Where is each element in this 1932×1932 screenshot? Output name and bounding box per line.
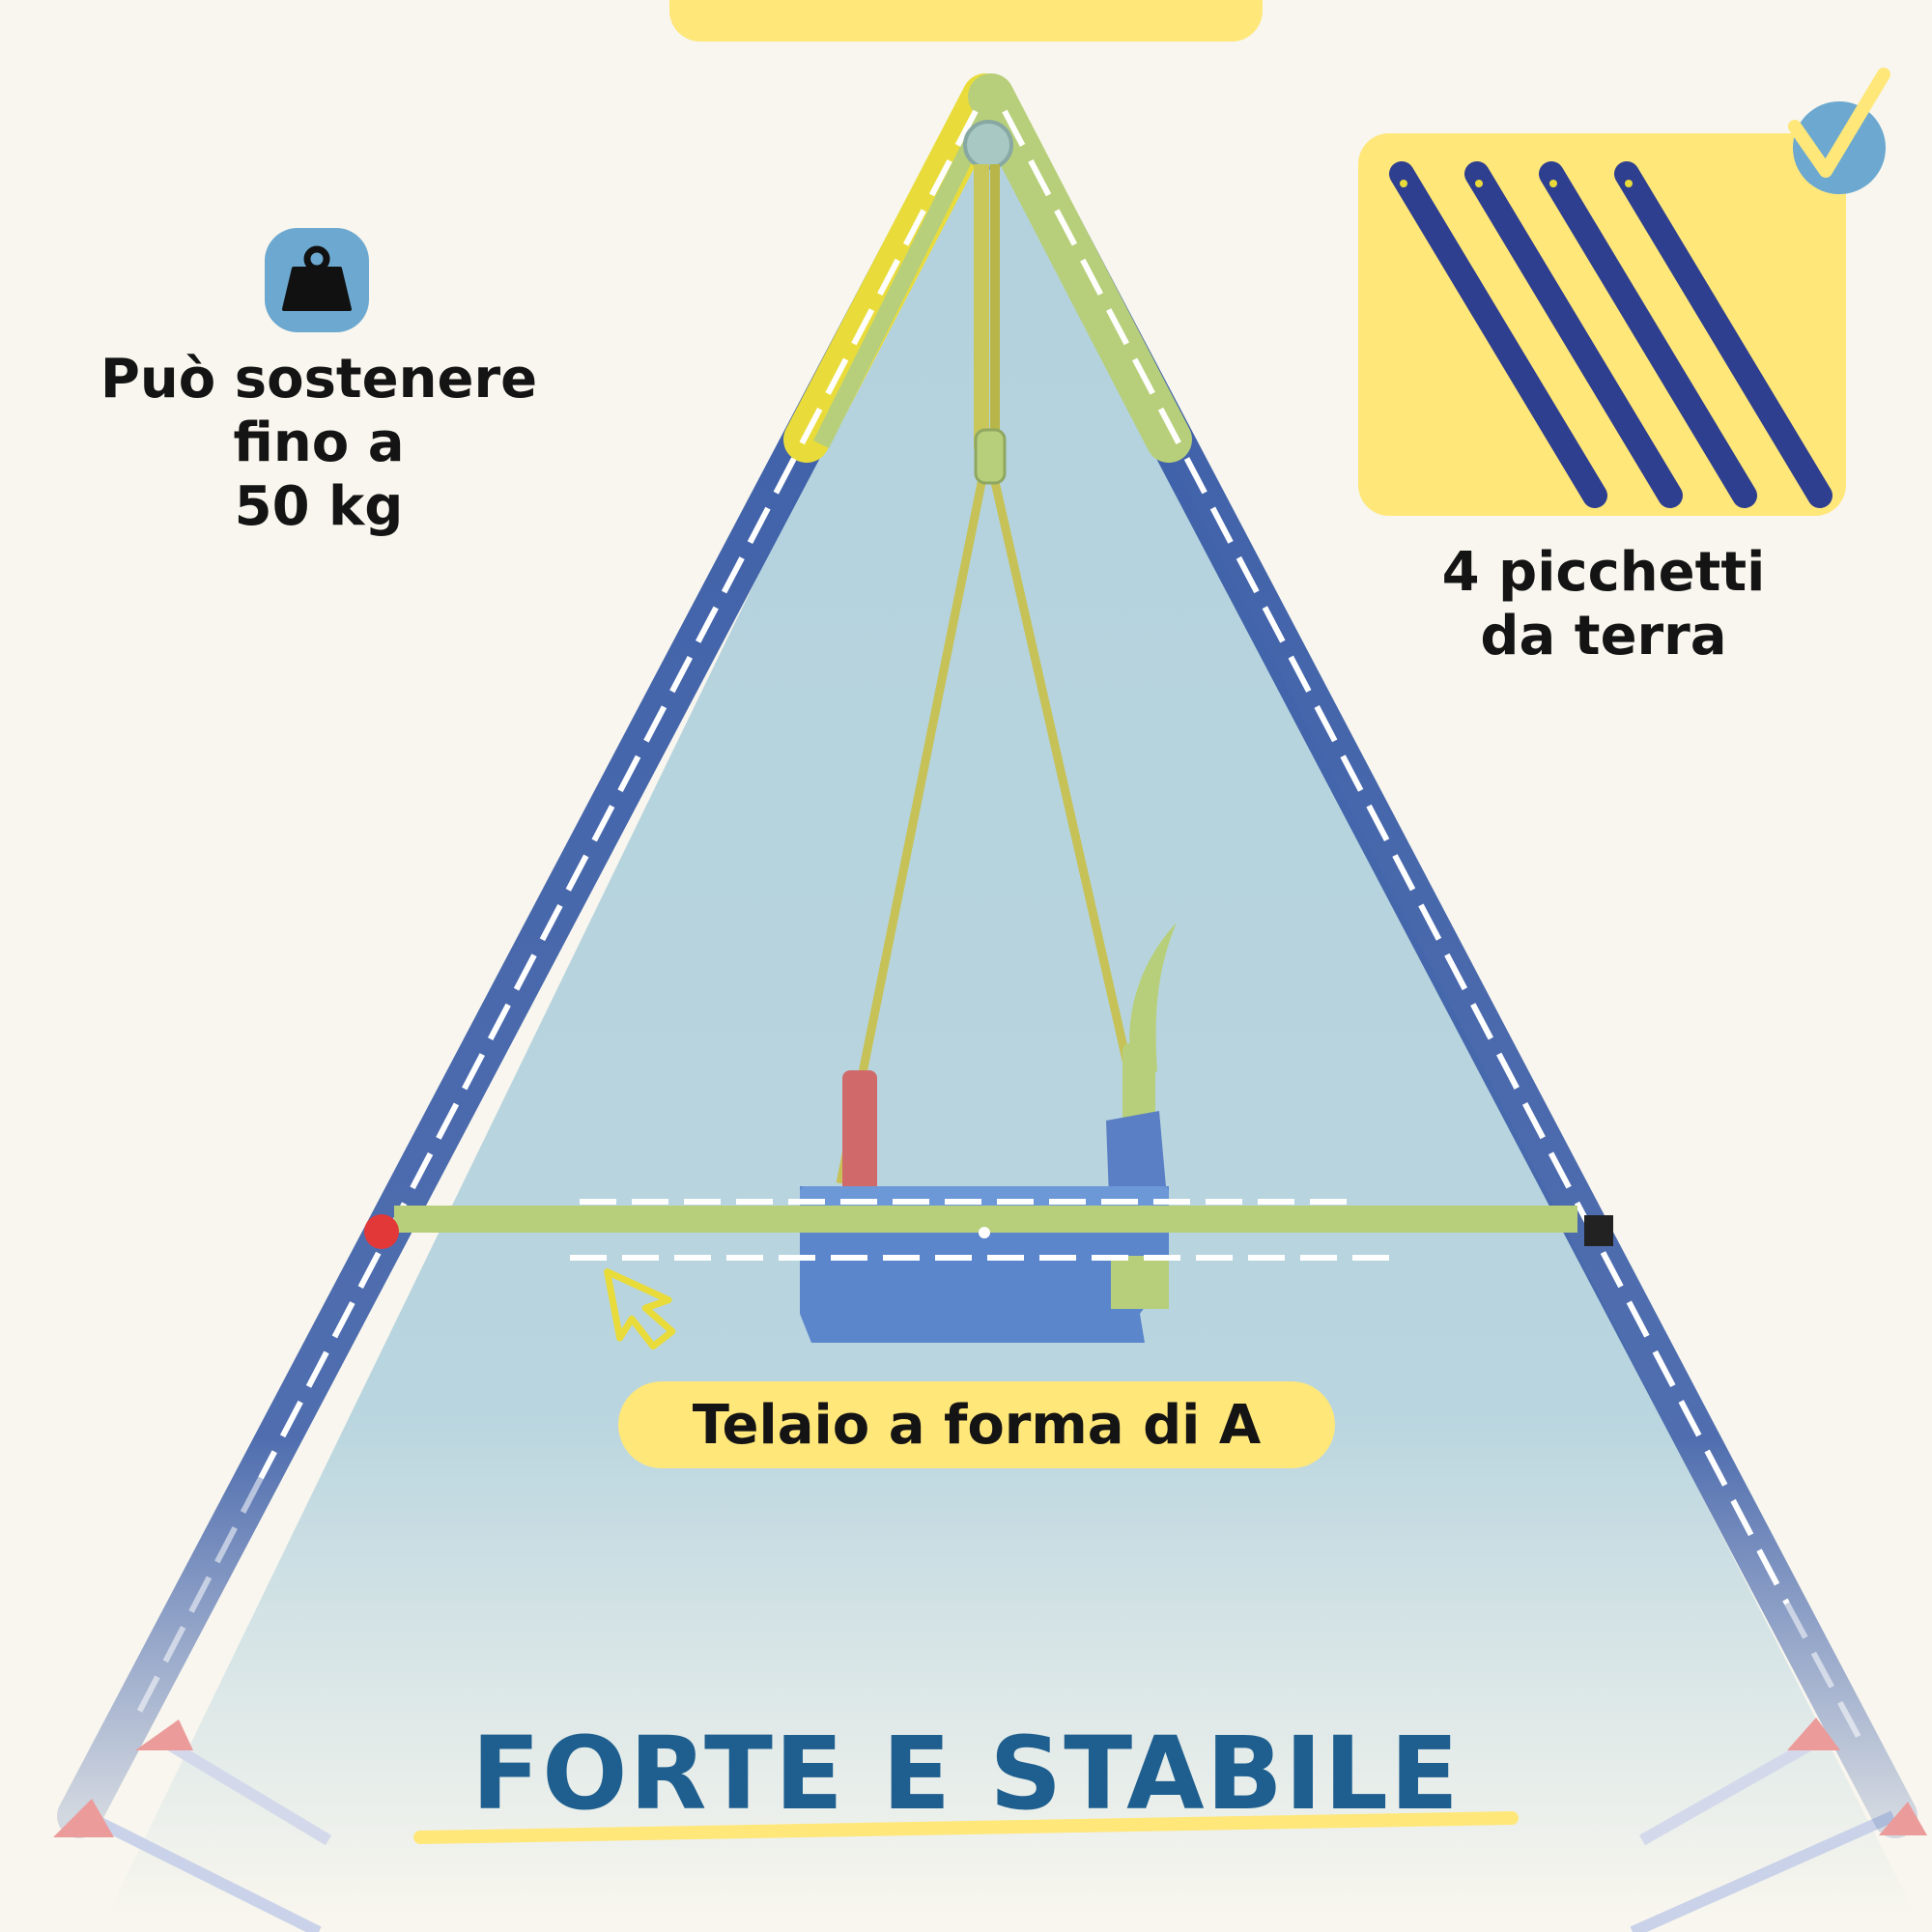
seat-green-leg [1111,1256,1169,1309]
ground-stake-1 [1389,161,1607,508]
frame-label: Telaio a forma di A [618,1381,1335,1468]
rope-left [836,472,988,1184]
right-ground-brace [1630,1810,1896,1932]
right-leg-dashes [1002,109,1790,1605]
right-leg-dashes-fade [1784,1602,1862,1741]
left-leg-dashes-fade [132,1476,264,1721]
left-leg-dashes [258,109,979,1480]
top-tab-decoration [669,0,1263,42]
weight-icon [265,228,369,332]
left-foot-rear [135,1719,193,1750]
right-leg-top-green [968,73,1192,463]
top-pivot [963,120,1013,170]
weight-line-1: Può sostenere [99,348,538,411]
left-ground-brace [84,1810,322,1932]
right-foot-rear [1787,1718,1840,1750]
stakes-text: 4 picchetti da terra [1352,541,1855,668]
right-ground-brace-2 [1639,1733,1824,1846]
headline-underline [413,1811,1519,1844]
stakes-line-2: da terra [1480,605,1727,668]
left-ground-brace-2 [156,1733,332,1846]
left-foot-front [53,1799,114,1837]
check-icon [1788,68,1890,194]
weight-line-2: fino a [233,412,405,474]
ground-stake-4 [1614,161,1833,508]
a-frame-area [106,101,1918,1918]
ground-stake-2 [1464,161,1683,508]
headline: FORTE E STABILE [471,1715,1461,1833]
cursor-arrow-icon [604,1268,676,1350]
seat-back-right [1106,1111,1167,1198]
rope-clip [974,428,1007,485]
right-foot-front [1879,1802,1927,1835]
stakes-illustration [1389,161,1833,508]
weight-capacity-text: Può sostenere fino a 50 kg [68,348,570,539]
ground-stake-3 [1539,161,1757,508]
seat-handle-right [1129,923,1177,1072]
weight-line-3: 50 kg [234,475,404,538]
stakes-panel [1358,133,1846,516]
stakes-line-1: 4 picchetti [1441,541,1766,604]
seat-bolt [979,1227,990,1238]
right-joint [1584,1215,1613,1246]
left-leg-inner-green [812,101,999,449]
left-joint [364,1214,399,1249]
